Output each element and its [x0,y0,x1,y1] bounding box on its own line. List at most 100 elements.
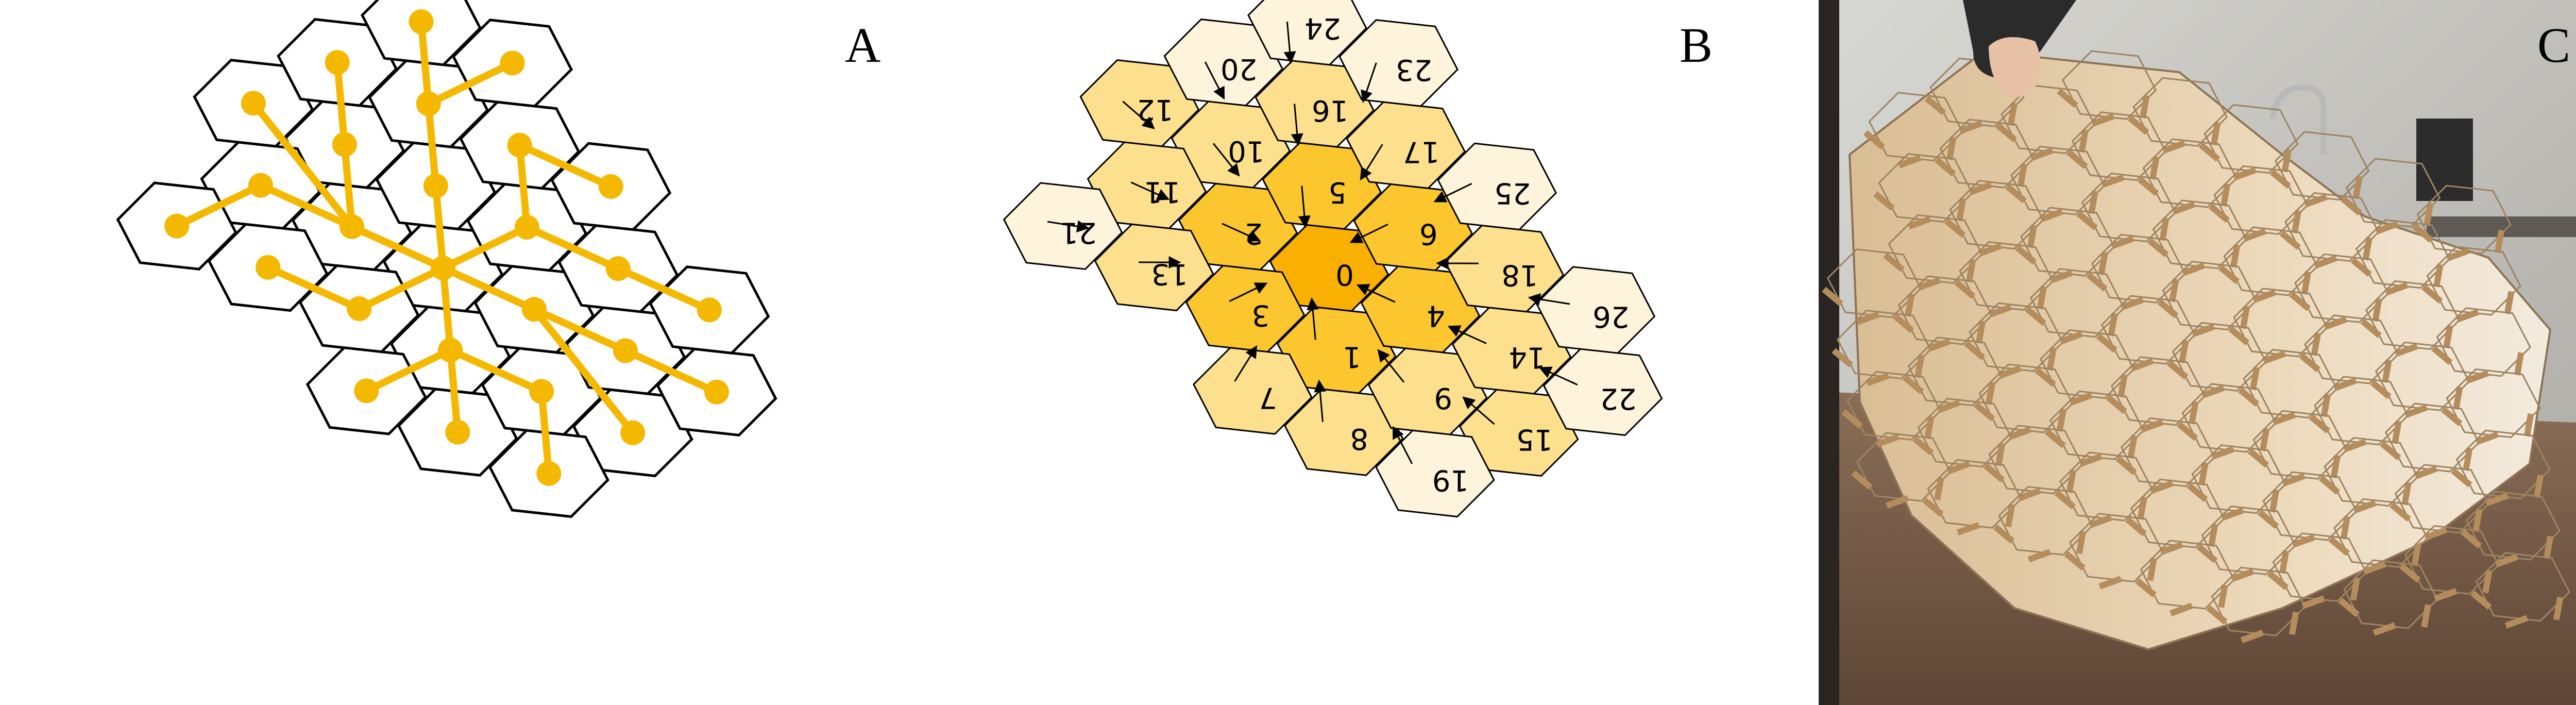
panel-hex [1888,214,1983,284]
tree-node [354,378,379,404]
panel-hex [2416,184,2512,255]
wooden-connector [2279,230,2301,250]
wooden-connector [2230,568,2255,582]
cell-number: 1 [1343,340,1361,373]
wooden-connector [2179,340,2189,363]
wooden-connector [2137,496,2147,520]
cell-number: 3 [1251,298,1270,332]
wooden-connector [1841,409,1863,429]
panel-hex [2304,314,2399,384]
wooden-connector [2267,570,2289,591]
wooden-connector [2189,401,2199,425]
tree-edge [531,306,629,355]
panel-hex [2314,376,2409,446]
wooden-connector [2121,296,2144,311]
wooden-connector [2115,456,2137,475]
panel-hex [2345,158,2441,228]
wooden-connector [2252,289,2277,303]
assembly-arrows [1047,21,1578,464]
tree-node [529,379,554,404]
wooden-connector [2127,435,2138,459]
wooden-connector [1886,495,1909,509]
wooden-connector [2389,502,2411,522]
tree-edge [432,182,447,272]
hex-cell-21 [1003,182,1123,270]
cell-number: 26 [1592,299,1629,333]
wooden-connector [2514,352,2524,376]
wooden-connector [2412,223,2433,243]
wooden-connector [1946,137,1957,160]
wooden-connector [2269,489,2280,513]
cell-number: 22 [1600,382,1636,415]
tree-node [514,214,539,240]
wooden-connector [2533,474,2544,498]
panel-hex [2394,464,2490,534]
panel-hex [2384,402,2480,473]
tree-node [416,91,441,116]
wooden-connector [2485,492,2509,507]
panel-hex [2001,84,2096,155]
wooden-hex-panel [1822,50,2570,651]
wooden-connector [2147,558,2157,581]
wooden-connector [1873,191,1895,211]
wooden-connector [2289,292,2311,311]
assembly-arrow [1283,21,1296,64]
wooden-connector [2210,122,2221,146]
wooden-connector [1903,375,1924,395]
wooden-connector [2259,428,2270,451]
tree-edge [341,141,355,230]
tree-node [248,173,273,198]
cell-number: 20 [1221,52,1257,86]
wooden-connector [2320,393,2331,417]
wooden-connector [2233,167,2257,181]
wooden-connector [2238,387,2260,407]
wooden-connector [2106,394,2127,414]
wooden-connector [2353,500,2377,514]
wooden-connector [2015,245,2037,265]
wooden-connector [1912,436,1934,456]
wooden-connector [1959,120,1983,135]
tree-node [704,379,729,405]
cell-number: 10 [1228,134,1264,167]
hex-cell-22 [1543,348,1663,436]
wooden-connector [2330,455,2341,479]
panel-hex [2172,322,2267,392]
wooden-connector [2311,332,2321,356]
wooden-connector [2057,88,2078,108]
wooden-connector [2392,421,2402,444]
panel-hex [2010,145,2106,215]
wooden-connector [2140,419,2164,433]
panel-hex [2040,329,2135,399]
wooden-connector [2030,147,2054,161]
hex-cell-7 [1192,347,1313,435]
tree-edge [264,263,363,313]
wooden-connector [2504,615,2529,629]
wooden-connector [1893,313,1914,333]
cell-number: 7 [1259,380,1277,414]
panel-hex [2204,104,2299,174]
panel-hex [2049,390,2145,460]
wooden-connector [1934,157,1956,177]
panel-hex [2365,280,2461,350]
wooden-connector [2441,407,2463,426]
cell-number: 8 [1350,422,1368,456]
wooden-connector [2140,95,2150,119]
cell-number: 0 [1335,258,1354,291]
panel-label-a: A [845,18,880,73]
panel-hex [2446,368,2541,439]
wooden-connector [2101,174,2125,188]
wooden-connector [1922,497,1944,517]
tree-node [500,51,525,76]
tree-node [241,91,266,116]
wooden-connector [2370,380,2392,399]
wooden-connector [2066,469,2077,493]
wooden-connector [2472,509,2483,532]
cell-number: 21 [1060,216,1097,249]
tree-edge [333,59,348,148]
tree-edge [538,388,553,477]
wooden-connector [2198,142,2221,162]
tree-edge [439,223,531,272]
wooden-connector [2201,384,2225,399]
panel-hex [2233,288,2328,358]
wooden-connector [2362,237,2372,261]
